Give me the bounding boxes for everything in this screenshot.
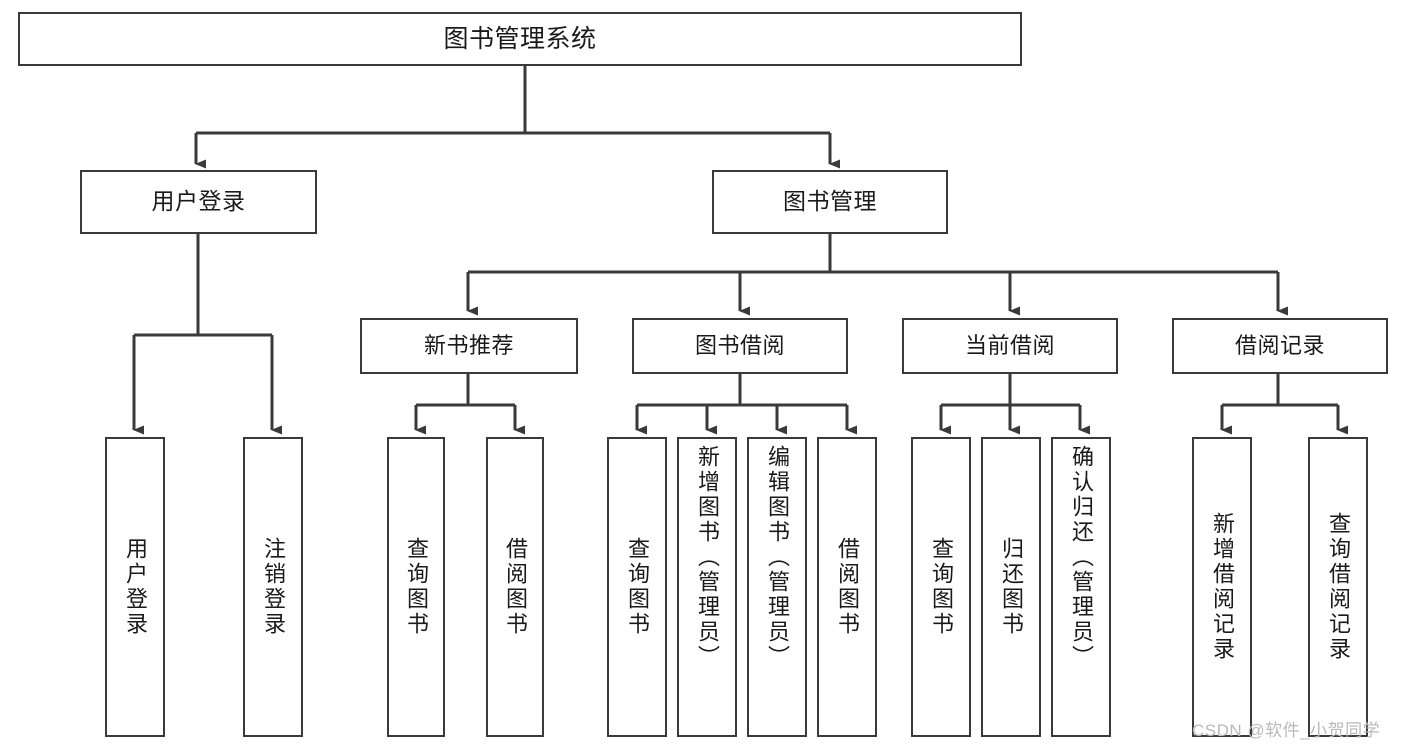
leaf-book-borrow-edit-admin[interactable]: 编辑图书（管理员） — [747, 437, 807, 737]
node-label: 当前借阅 — [964, 332, 1055, 358]
leaf-current-borrow-query[interactable]: 查询图书 — [911, 437, 971, 737]
node-label: 新增借阅记录 — [1210, 512, 1235, 662]
leaf-book-borrow-add-admin[interactable]: 新增图书（管理员） — [677, 437, 737, 737]
leaf-new-book-borrow[interactable]: 借阅图书 — [486, 437, 544, 737]
node-label: 用户登录 — [151, 188, 246, 215]
leaf-new-book-query[interactable]: 查询图书 — [387, 437, 445, 737]
node-new-book-recommend[interactable]: 新书推荐 — [360, 318, 578, 374]
node-book-management[interactable]: 图书管理 — [712, 170, 948, 234]
node-label: 查询借阅记录 — [1326, 512, 1351, 662]
node-user-login[interactable]: 用户登录 — [80, 170, 317, 234]
leaf-user-login-logout[interactable]: 注销登录 — [243, 437, 303, 737]
node-label: 新增图书（管理员） — [695, 445, 720, 670]
node-label: 用户登录 — [123, 537, 148, 637]
node-label: 图书管理系统 — [443, 25, 597, 53]
leaf-user-login-login[interactable]: 用户登录 — [105, 437, 165, 737]
leaf-borrow-record-query[interactable]: 查询借阅记录 — [1308, 437, 1368, 737]
node-label: 借阅记录 — [1234, 332, 1325, 358]
node-label: 新书推荐 — [423, 332, 514, 358]
node-label: 图书借阅 — [694, 332, 785, 358]
node-borrow-record[interactable]: 借阅记录 — [1172, 318, 1388, 374]
leaf-borrow-record-add[interactable]: 新增借阅记录 — [1192, 437, 1252, 737]
node-label: 归还图书 — [999, 537, 1024, 637]
node-label: 注销登录 — [261, 537, 286, 637]
leaf-current-borrow-confirm-admin[interactable]: 确认归还（管理员） — [1051, 437, 1111, 737]
node-current-borrow[interactable]: 当前借阅 — [902, 318, 1118, 374]
leaf-current-borrow-return[interactable]: 归还图书 — [981, 437, 1041, 737]
node-label: 查询图书 — [625, 537, 650, 637]
csdn-watermark: CSDN @软件_小贺同学 — [1192, 721, 1381, 740]
node-label: 编辑图书（管理员） — [765, 445, 790, 670]
node-label: 查询图书 — [929, 537, 954, 637]
node-label: 图书管理 — [783, 188, 877, 215]
leaf-book-borrow-query[interactable]: 查询图书 — [607, 437, 667, 737]
leaf-book-borrow-borrow[interactable]: 借阅图书 — [817, 437, 877, 737]
node-label: 查询图书 — [404, 537, 429, 637]
node-label: 借阅图书 — [835, 537, 860, 637]
node-label: 借阅图书 — [503, 537, 528, 637]
node-label: 确认归还（管理员） — [1069, 445, 1094, 670]
node-root-system[interactable]: 图书管理系统 — [18, 12, 1022, 66]
node-book-borrow[interactable]: 图书借阅 — [632, 318, 848, 374]
